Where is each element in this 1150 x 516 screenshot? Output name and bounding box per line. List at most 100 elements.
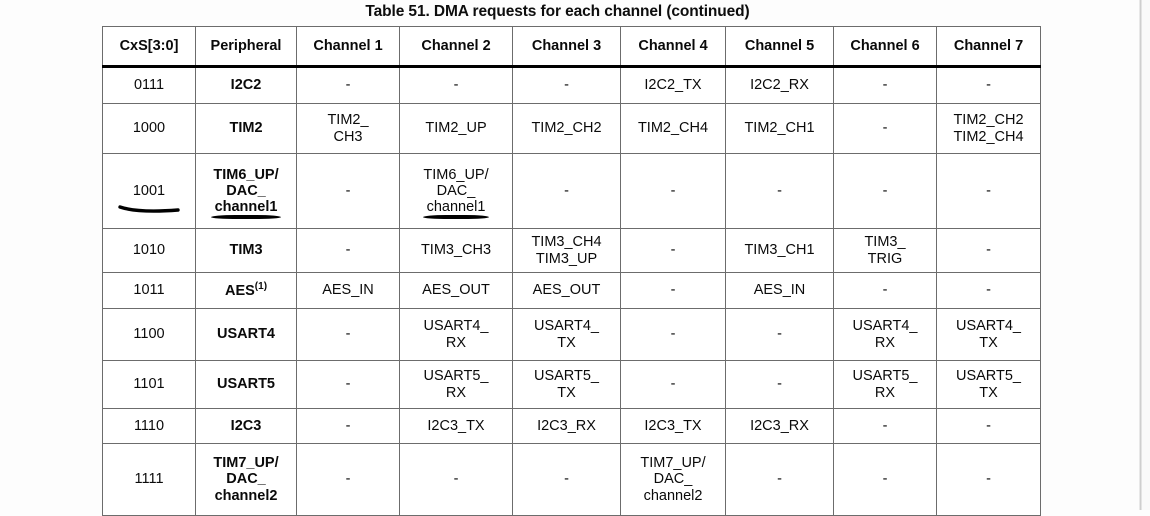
cell-channel-3: TIM2_CH2	[512, 103, 621, 154]
cell-channel-7: -	[936, 66, 1041, 104]
cell-channel-5: I2C3_RX	[725, 408, 834, 444]
cell-channel-7: -	[936, 228, 1041, 273]
cell-cxs: 1110	[102, 408, 196, 444]
column-header-channel-3: Channel 3	[512, 26, 621, 68]
column-header-peripheral: Peripheral	[195, 26, 297, 68]
cell-channel-6: -	[833, 443, 937, 516]
peripheral-line-2: DAC_	[226, 471, 266, 488]
cell-channel-4: -	[620, 153, 726, 229]
peripheral-line-1: TIM7_UP/	[213, 455, 279, 472]
cell-cxs: 1000	[102, 103, 196, 154]
cell-channel-6: TIM3_TRIG	[833, 228, 937, 273]
peripheral-line-2: DAC_	[226, 182, 266, 199]
cell-peripheral: USART4	[195, 308, 297, 361]
cell-channel-1: AES_IN	[296, 272, 400, 309]
cell-peripheral: TIM2	[195, 103, 297, 154]
cell-cxs: 1111	[102, 443, 196, 516]
cell-channel-3: -	[512, 153, 621, 229]
dma-requests-table: CxS[3:0] Peripheral Channel 1 Channel 2 …	[102, 26, 1041, 516]
table-row: 1011 AES(1) AES_IN AES_OUT AES_OUT - AES…	[102, 272, 1041, 309]
channel-4-line-2: DAC_	[653, 471, 693, 488]
cell-channel-4: -	[620, 228, 726, 273]
column-header-cxs: CxS[3:0]	[102, 26, 196, 68]
cell-channel-5: AES_IN	[725, 272, 834, 309]
cell-channel-5: TIM3_CH1	[725, 228, 834, 273]
cell-peripheral: I2C3	[195, 408, 297, 444]
cell-channel-1: -	[296, 228, 400, 273]
table-title: Table 51. DMA requests for each channel …	[365, 3, 750, 20]
column-header-channel-6: Channel 6	[833, 26, 937, 68]
cell-channel-3: I2C3_RX	[512, 408, 621, 444]
cell-channel-4: -	[620, 272, 726, 309]
channel-4-line-1: TIM7_UP/	[640, 455, 706, 472]
cell-channel-5: -	[725, 308, 834, 361]
cell-channel-1: -	[296, 443, 400, 516]
column-header-channel-2: Channel 2	[399, 26, 513, 68]
column-header-channel-4: Channel 4	[620, 26, 726, 68]
page-margin	[1142, 0, 1150, 510]
peripheral-line-1: TIM6_UP/	[213, 166, 279, 183]
cell-channel-6: -	[833, 66, 937, 104]
cell-channel-5: -	[725, 443, 834, 516]
cell-channel-6: USART5_RX	[833, 360, 937, 409]
cell-cxs: 1001	[102, 153, 196, 229]
cell-channel-5: TIM2_CH1	[725, 103, 834, 154]
cell-channel-3: USART5_TX	[512, 360, 621, 409]
table-row: 0111 I2C2 - - - I2C2_TX I2C2_RX - -	[102, 66, 1041, 104]
cell-channel-1: -	[296, 308, 400, 361]
cell-channel-6: -	[833, 153, 937, 229]
cell-channel-2: USART4_RX	[399, 308, 513, 361]
cell-channel-1: -	[296, 360, 400, 409]
channel-2-line-1: TIM6_UP/	[423, 166, 489, 183]
cell-peripheral: TIM3	[195, 228, 297, 273]
cell-channel-4: I2C3_TX	[620, 408, 726, 444]
column-header-channel-1: Channel 1	[296, 26, 400, 68]
scan-edge-artifact	[1139, 0, 1142, 510]
footnote-marker: (1)	[254, 281, 268, 293]
cell-channel-3: -	[512, 66, 621, 104]
cell-peripheral: TIM6_UP/ DAC_ channel1	[195, 153, 297, 229]
cell-channel-2: TIM2_UP	[399, 103, 513, 154]
cell-channel-3: AES_OUT	[512, 272, 621, 309]
cell-channel-7: USART4_TX	[936, 308, 1041, 361]
cell-channel-5: I2C2_RX	[725, 66, 834, 104]
cell-channel-4: TIM7_UP/ DAC_ channel2	[620, 443, 726, 516]
cell-channel-6: -	[833, 103, 937, 154]
channel-4-line-3: channel2	[643, 487, 703, 504]
cell-channel-2: I2C3_TX	[399, 408, 513, 444]
cell-channel-6: -	[833, 408, 937, 444]
document-page: Table 51. DMA requests for each channel …	[102, 0, 1041, 516]
table-row: 1000 TIM2 TIM2_CH3 TIM2_UP TIM2_CH2 TIM2…	[102, 103, 1041, 154]
cell-channel-7: -	[936, 153, 1041, 229]
table-row: 1100 USART4 - USART4_RX USART4_TX - - US…	[102, 308, 1041, 361]
peripheral-name: AES	[224, 283, 255, 300]
cell-channel-2: -	[399, 66, 513, 104]
cell-channel-3: -	[512, 443, 621, 516]
column-header-channel-5: Channel 5	[725, 26, 834, 68]
table-header-row: CxS[3:0] Peripheral Channel 1 Channel 2 …	[102, 26, 1041, 68]
cell-channel-4: -	[620, 308, 726, 361]
cell-channel-4: I2C2_TX	[620, 66, 726, 104]
cell-channel-2: USART5_RX	[399, 360, 513, 409]
table-row: 1111 TIM7_UP/ DAC_ channel2 - - - TIM7_U…	[102, 443, 1041, 516]
cell-channel-7: -	[936, 443, 1041, 516]
cell-channel-7: USART5_TX	[936, 360, 1041, 409]
cell-channel-1: TIM2_CH3	[296, 103, 400, 154]
peripheral-line-3-underlined: channel1	[210, 199, 282, 220]
cell-channel-2: TIM6_UP/ DAC_ channel1	[399, 153, 513, 229]
table-row: 1101 USART5 - USART5_RX USART5_TX - - US…	[102, 360, 1041, 409]
channel-2-line-2: DAC_	[436, 182, 476, 199]
table-row: 1001 TIM6_UP/ DAC_ channel1 - TIM6_UP/ D…	[102, 153, 1041, 229]
cell-peripheral: AES(1)	[195, 272, 297, 309]
cell-cxs: 0111	[102, 66, 196, 104]
cell-peripheral: USART5	[195, 360, 297, 409]
cell-channel-6: -	[833, 272, 937, 309]
column-header-channel-7: Channel 7	[936, 26, 1041, 68]
cell-channel-7: -	[936, 408, 1041, 444]
cell-channel-5: -	[725, 360, 834, 409]
cell-channel-4: -	[620, 360, 726, 409]
cell-channel-1: -	[296, 66, 400, 104]
channel-2-line-3-underlined: channel1	[422, 199, 490, 220]
